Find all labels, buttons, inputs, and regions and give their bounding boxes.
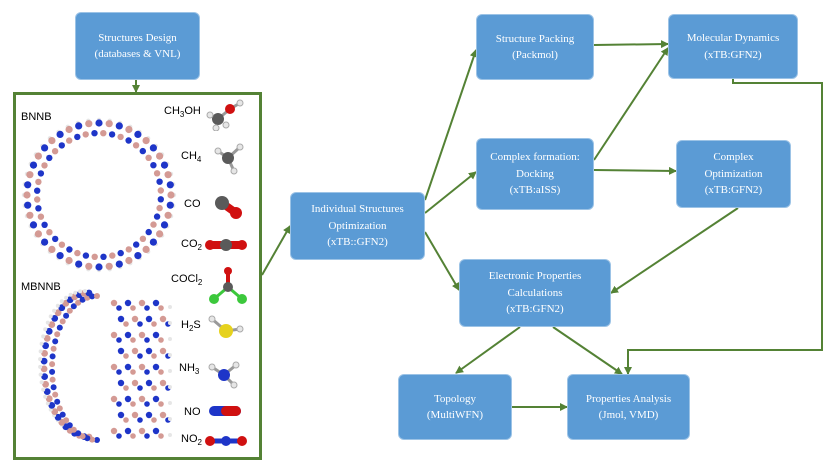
topology-subtitle: (MultiWFN) (426, 409, 484, 421)
arrow-complex-to-complexopt (593, 166, 677, 175)
arrow-complex-to-md (593, 47, 669, 161)
topology-title: Topology (433, 392, 476, 405)
structure-packing-title: Structure Packing (495, 32, 575, 45)
formula-no: NO (184, 406, 201, 418)
structures-design-box: Structures Design (databases & VNL) (75, 12, 200, 80)
co-molecule-image (215, 196, 242, 219)
formula-nh3: NH3 (179, 362, 200, 377)
bnnb-label: BNNB (21, 111, 52, 123)
electronic-properties-line2: Calculations (507, 286, 563, 299)
individual-optimization-line3: (xTB::GFN2) (327, 236, 388, 249)
molecular-dynamics-subtitle: (xTB:GFN2) (704, 48, 762, 61)
h2s-molecule-image (208, 315, 244, 338)
no2-molecule-image (205, 436, 247, 446)
formula-no2: NO2 (181, 433, 202, 448)
formula-co2: CO2 (181, 238, 202, 253)
arrow-electronic-to-analysis (552, 326, 623, 375)
structures-panel: BNNB MBNNB CH3OH CH4 CO CO2 COCl2 H2S NH… (13, 92, 262, 460)
topology-box: Topology (MultiWFN) (398, 374, 512, 440)
structures-design-subtitle: (databases & VNL) (94, 48, 181, 60)
molecular-dynamics-title: Molecular Dynamics (686, 32, 780, 44)
structure-packing-box: Structure Packing (Packmol) (476, 14, 594, 80)
formula-ch4: CH4 (181, 150, 202, 165)
properties-analysis-subtitle: (Jmol, VMD) (598, 409, 659, 421)
arrow-complexopt-to-electronic (610, 207, 739, 294)
complex-optimization-box: Complex Optimization (xTB:GFN2) (676, 140, 791, 208)
complex-formation-line1: Complex formation: (490, 151, 580, 164)
complex-optimization-line3: (xTB:GFN2) (704, 184, 763, 197)
properties-analysis-title: Properties Analysis (585, 392, 672, 405)
formula-ch3oh: CH3OH (164, 105, 201, 120)
structure-packing-subtitle: (Packmol) (512, 49, 558, 61)
no-molecule-image (209, 406, 241, 416)
properties-analysis-box: Properties Analysis (Jmol, VMD) (567, 374, 690, 440)
individual-optimization-box: Individual Structures Optimization (xTB:… (290, 192, 425, 260)
formula-co: CO (184, 198, 201, 210)
ch4-molecule-image (214, 143, 244, 175)
electronic-properties-line1: Electronic Properties (488, 270, 582, 283)
arrow-individual-to-electronic (424, 231, 460, 291)
individual-optimization-line1: Individual Structures (311, 203, 404, 216)
arrow-packing-to-md (593, 40, 669, 49)
mbnnb-image (38, 289, 172, 443)
individual-optimization-line2: Optimization (328, 219, 387, 232)
arrow-individual-to-complex (424, 171, 477, 214)
arrow-panel-to-individual (261, 225, 291, 276)
arrow-individual-to-packing (424, 49, 478, 201)
complex-optimization-line2: Optimization (704, 167, 763, 180)
arrow-md-to-analysis (624, 79, 823, 375)
co2-molecule-image (205, 239, 247, 251)
complex-formation-box: Complex formation: Docking (xTB:aISS) (476, 138, 594, 210)
arrow-electronic-to-topology (455, 326, 521, 374)
formula-cocl2: COCl2 (171, 273, 203, 288)
nh3-molecule-image (208, 361, 240, 389)
complex-optimization-line1: Complex (713, 151, 754, 164)
electronic-properties-box: Electronic Properties Calculations (xTB:… (459, 259, 611, 327)
structures-design-title: Structures Design (98, 31, 177, 44)
cocl2-molecule-image (209, 267, 247, 304)
molecular-dynamics-box: Molecular Dynamics (xTB:GFN2) (668, 14, 798, 79)
ch3oh-molecule-image (206, 99, 244, 131)
mbnnb-label: MBNNB (21, 281, 61, 293)
complex-formation-line3: (xTB:aISS) (509, 184, 561, 197)
formula-h2s: H2S (181, 319, 201, 334)
complex-formation-line2: Docking (516, 167, 554, 180)
bnnb-ring-image (21, 117, 177, 273)
electronic-properties-line3: (xTB:GFN2) (506, 303, 564, 316)
